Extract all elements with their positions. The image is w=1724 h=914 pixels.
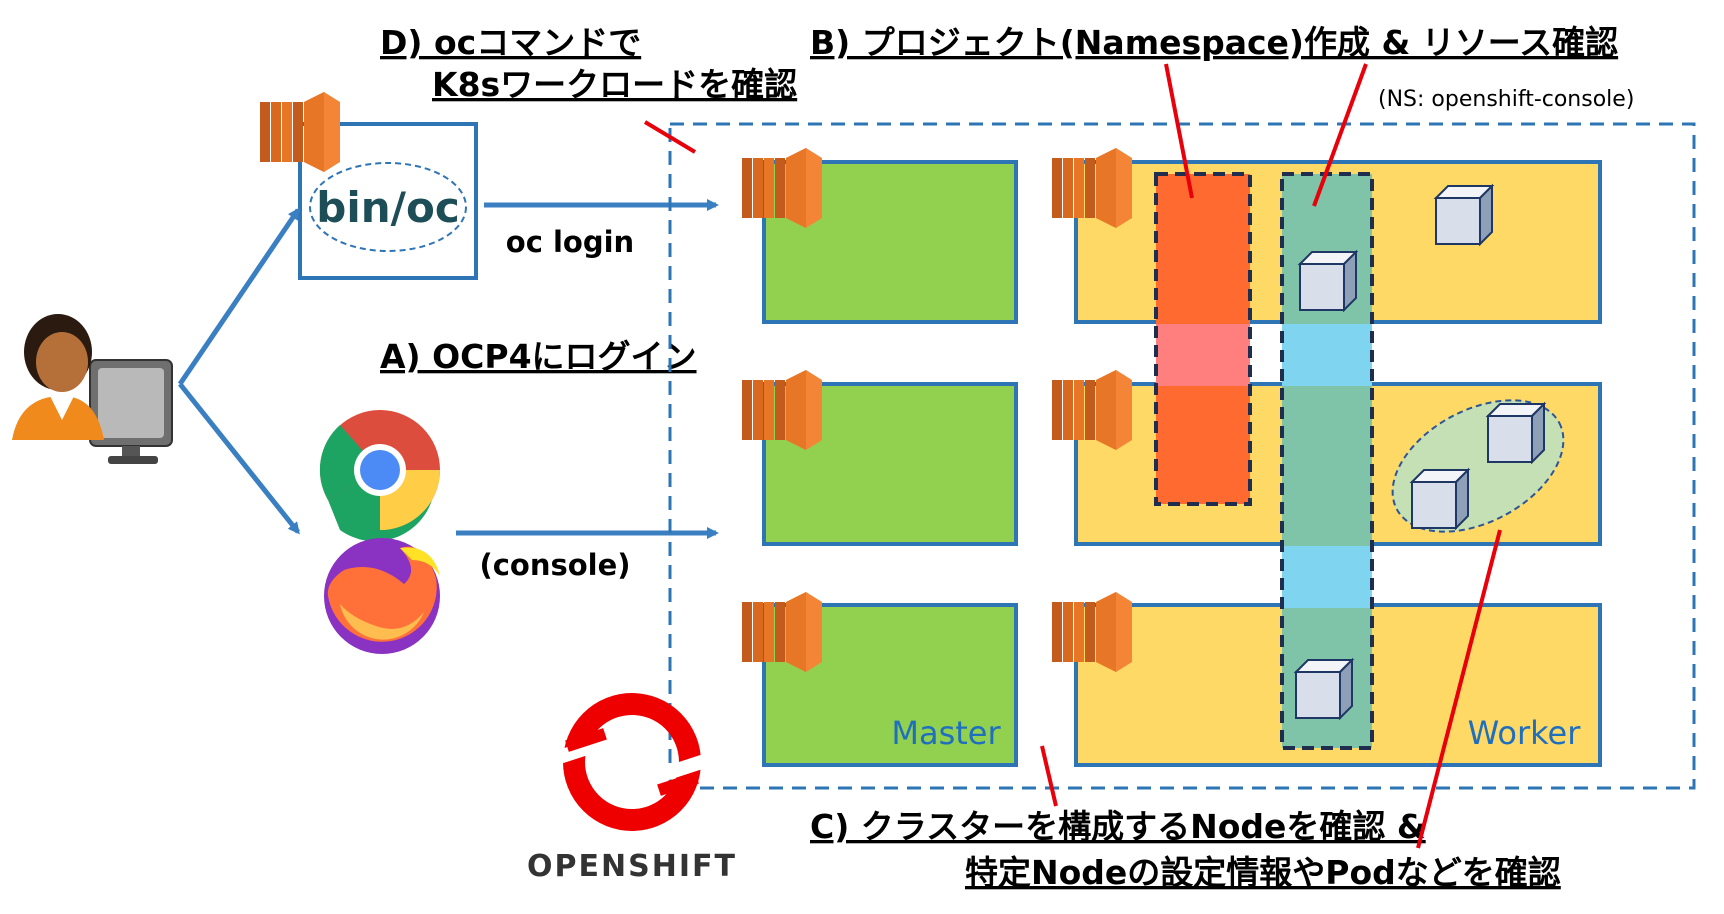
aws-icon-worker-1 [1052, 148, 1132, 228]
pod-cube [1299, 251, 1357, 311]
label-b: B) プロジェクト(Namespace)作成 & リソース確認 [810, 23, 1618, 62]
binoc-label: bin/oc [316, 183, 459, 232]
worker-label: Worker [1468, 714, 1582, 752]
arrow-user-to-browser [178, 382, 300, 535]
pod-cube [1435, 185, 1493, 245]
aws-icon-worker-3 [1052, 592, 1132, 672]
pointer-c-node [1040, 745, 1058, 807]
label-a: A) OCP4にログイン [380, 337, 697, 376]
console-label: (console) [479, 548, 630, 582]
user-icon [12, 314, 173, 464]
label-c-line1: C) クラスターを構成するNodeを確認 & [810, 807, 1426, 846]
pointer-b-red [1164, 63, 1194, 199]
label-d-line2: K8sワークロードを確認 [432, 65, 797, 104]
label-c-line2: 特定Nodeの設定情報やPodなどを確認 [965, 853, 1561, 892]
oc-client-box: bin/oc [298, 122, 478, 280]
pointer-b-teal [1312, 63, 1368, 207]
aws-icon-client [260, 92, 340, 172]
aws-icon-master-2 [742, 370, 822, 450]
label-ns: (NS: openshift-console) [1378, 87, 1634, 112]
namespace-red [1154, 172, 1252, 506]
pod-cube [1295, 659, 1353, 719]
cluster-boundary [668, 122, 1696, 790]
pod-cube [1487, 403, 1545, 463]
aws-icon-worker-2 [1052, 370, 1132, 450]
firefox-icon [324, 538, 440, 654]
pod-cube [1411, 469, 1469, 529]
openshift-brand-text: OPENSHIFT [527, 849, 737, 884]
master-label: Master [891, 714, 1001, 752]
pointer-d [643, 120, 697, 154]
oc-login-label: oc login [506, 225, 634, 259]
pointer-c-pod [1416, 529, 1502, 849]
aws-icon-master-3 [742, 592, 822, 672]
aws-icon-master-1 [742, 148, 822, 228]
chrome-icon [319, 410, 440, 542]
arrow-user-to-oc [177, 207, 301, 386]
label-d-line1: D) ocコマンドで [380, 23, 641, 62]
openshift-logo: OPENSHIFT [527, 693, 737, 884]
